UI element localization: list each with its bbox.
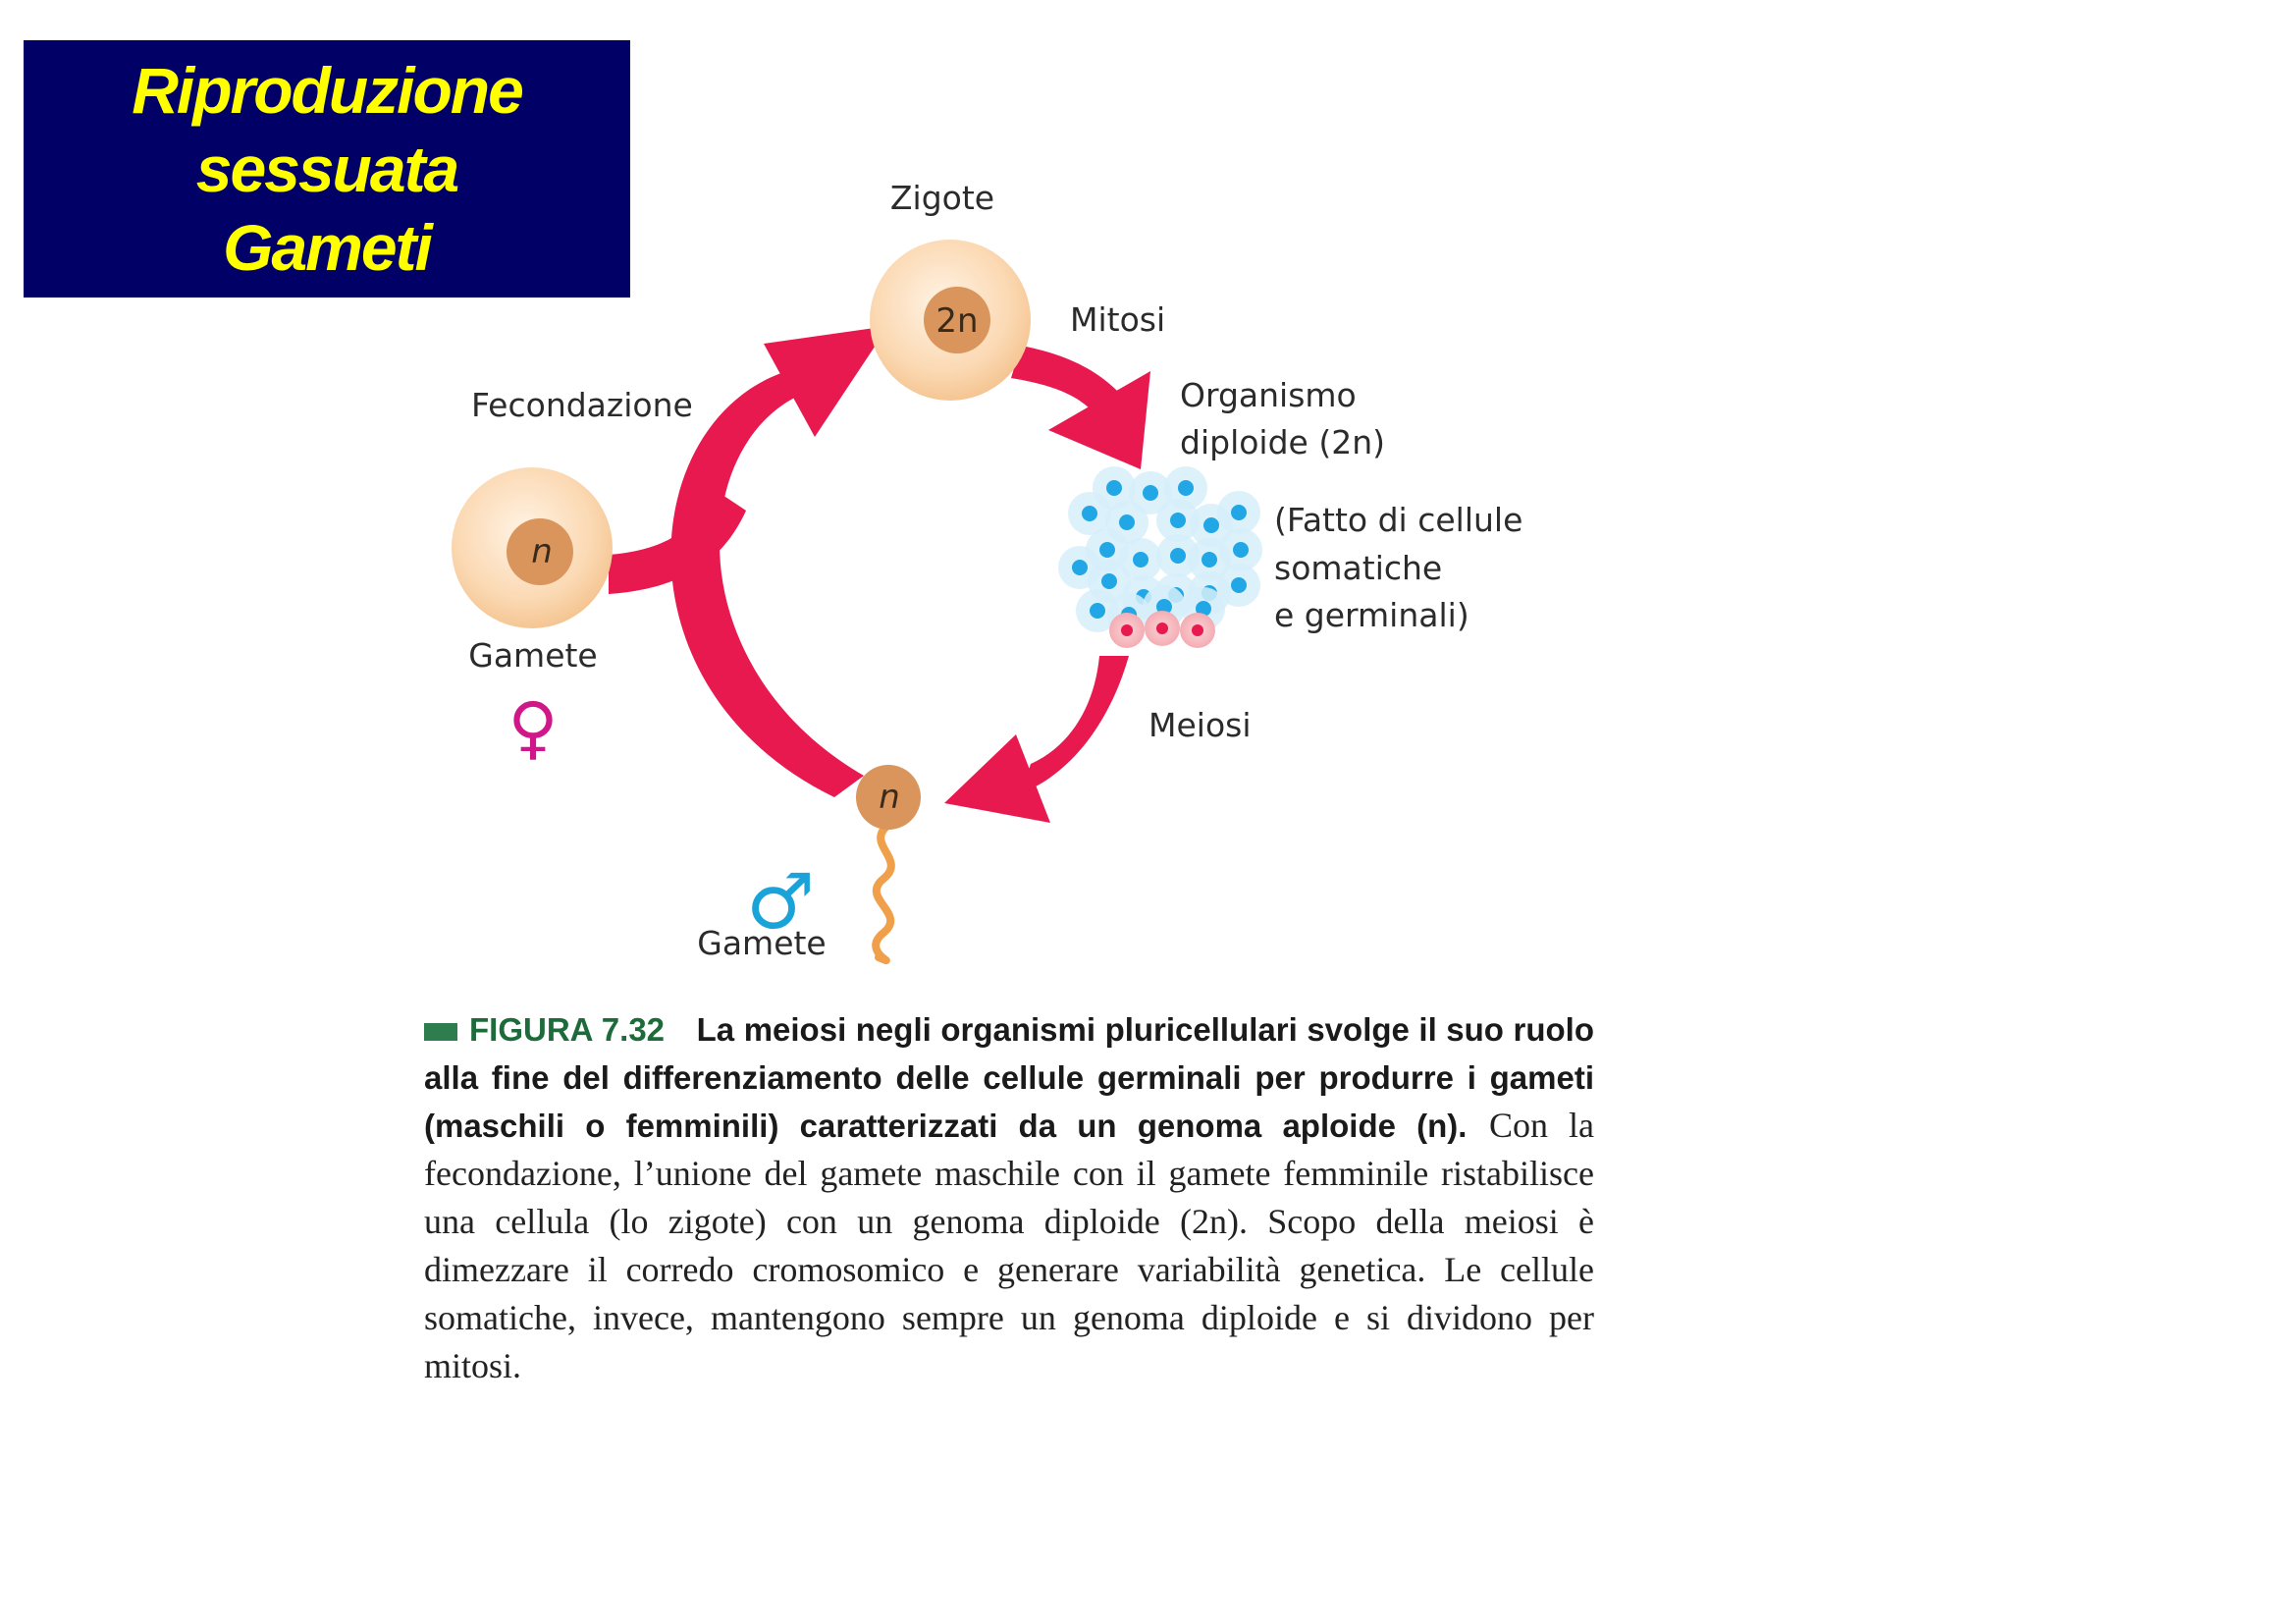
- somatic-cell-nucleus: [1143, 485, 1158, 501]
- somatic-cell-nucleus: [1178, 480, 1194, 496]
- zigote-nucleus-label: 2n: [935, 301, 978, 341]
- title-line-2: sessuata: [195, 133, 460, 205]
- meiosi-label: Meiosi: [1148, 706, 1252, 744]
- germinal-cell-nucleus: [1121, 624, 1133, 636]
- male-gamete-label: Gamete: [697, 924, 826, 962]
- female-gamete-cell: n: [452, 467, 613, 628]
- somatic-cell-nucleus: [1233, 542, 1249, 558]
- somatic-cell-nucleus: [1090, 603, 1105, 619]
- title-box: Riproduzione sessuata Gameti: [24, 40, 630, 298]
- somatic-cell-nucleus: [1072, 560, 1088, 575]
- fecondazione-label: Fecondazione: [471, 386, 693, 424]
- title-line-3: Gameti: [223, 211, 433, 284]
- figure-marker-icon: [424, 1022, 457, 1041]
- somatic-cell-nucleus: [1133, 552, 1148, 568]
- mitosi-label: Mitosi: [1070, 300, 1165, 339]
- zigote-cell: 2n: [870, 240, 1031, 401]
- fatto-label-3: e germinali): [1274, 596, 1469, 634]
- male-gamete-nucleus-label: n: [879, 778, 900, 817]
- somatic-cell-nucleus: [1231, 505, 1247, 520]
- figure-caption: FIGURA 7.32 La meiosi negli organismi pl…: [424, 1005, 1594, 1390]
- title-line-1: Riproduzione: [132, 54, 524, 127]
- organism-cell-cluster: [1058, 466, 1262, 648]
- meiosi-arrow: [944, 656, 1129, 823]
- caption-normal-text: Con la fecondazione, l’unione del gamete…: [424, 1106, 1594, 1385]
- somatic-cell-nucleus: [1082, 506, 1097, 521]
- male-symbol-icon: ♂: [746, 858, 815, 947]
- somatic-cell-nucleus: [1099, 542, 1115, 558]
- fatto-label-1: (Fatto di cellule: [1274, 501, 1522, 539]
- female-symbol-icon: ♀: [507, 687, 558, 768]
- fecondazione-arrow: [609, 326, 888, 797]
- somatic-cell-nucleus: [1201, 552, 1217, 568]
- fatto-label-2: somatiche: [1274, 549, 1442, 587]
- somatic-cell-nucleus: [1170, 548, 1186, 564]
- somatic-cell-nucleus: [1170, 513, 1186, 528]
- somatic-cell-nucleus: [1101, 573, 1117, 589]
- somatic-cell-nucleus: [1106, 480, 1122, 496]
- diploide-label: diploide (2n): [1180, 423, 1385, 461]
- caption-bold-text: La meiosi negli organismi pluricellulari…: [424, 1011, 1594, 1144]
- somatic-cell-nucleus: [1196, 601, 1211, 617]
- organismo-label: Organismo: [1180, 376, 1357, 414]
- mitosi-arrow: [1011, 346, 1150, 469]
- male-gamete-cell: n: [856, 765, 921, 965]
- somatic-cell-nucleus: [1203, 517, 1219, 533]
- figure-label: FIGURA 7.32: [469, 1011, 666, 1048]
- somatic-cell-nucleus: [1119, 514, 1135, 530]
- zigote-label: Zigote: [890, 179, 994, 217]
- germinal-cell-nucleus: [1192, 624, 1203, 636]
- female-gamete-nucleus-label: n: [531, 532, 553, 571]
- somatic-cell-nucleus: [1231, 577, 1247, 593]
- female-gamete-label: Gamete: [468, 636, 597, 675]
- germinal-cell-nucleus: [1156, 622, 1168, 634]
- somatic-cell-nucleus: [1156, 599, 1172, 615]
